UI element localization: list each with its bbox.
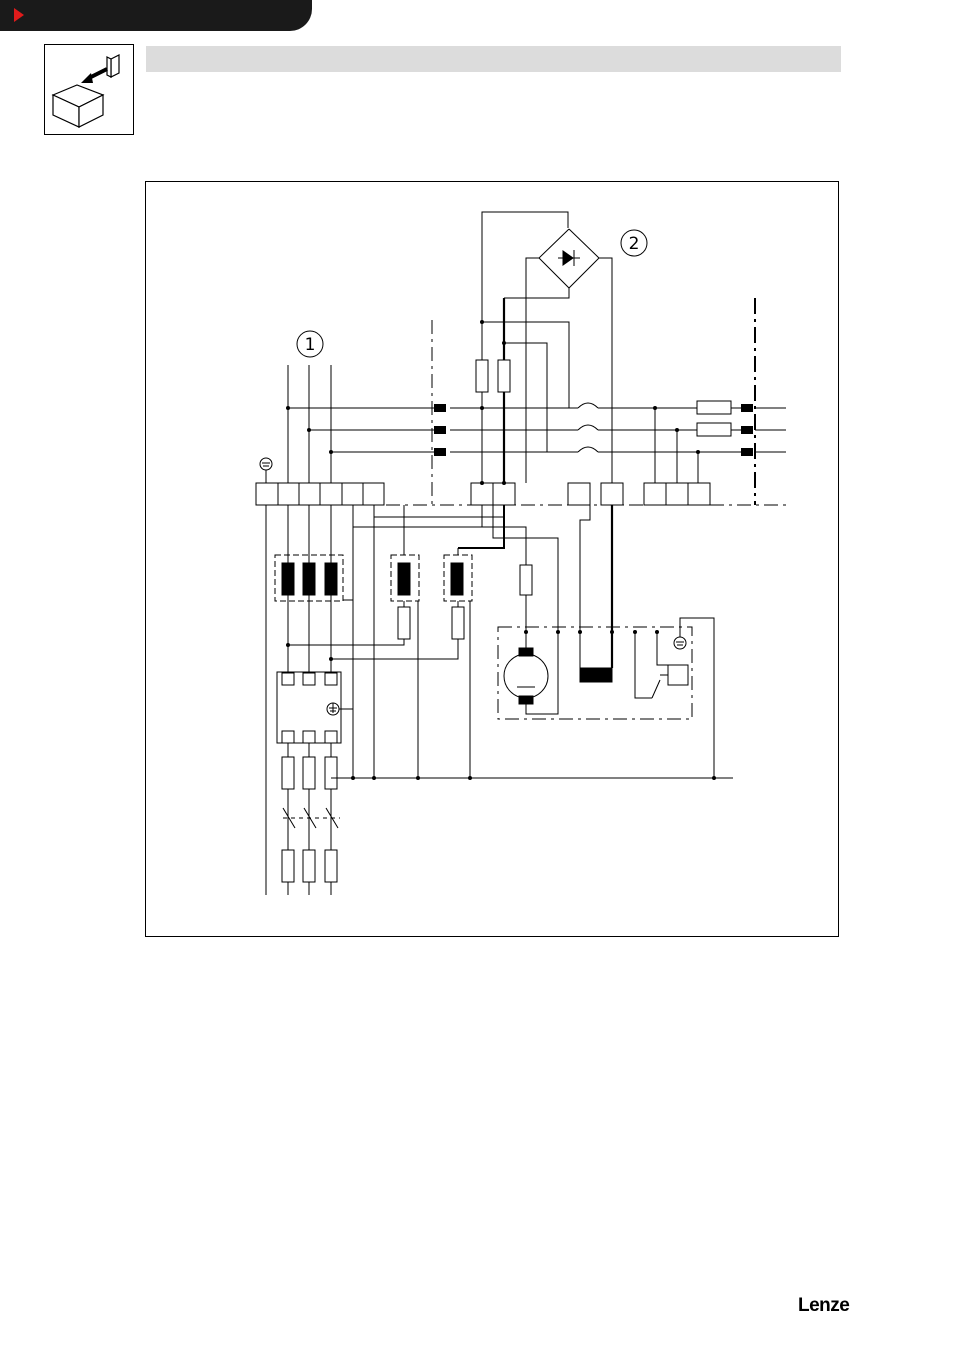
callout-1-label: 1 (305, 335, 316, 355)
callout-2-label: 2 (629, 234, 640, 254)
callout-2: 2 (621, 230, 647, 256)
lenze-logo: Lenze (798, 1295, 849, 1317)
callout-1: 1 (297, 331, 323, 357)
